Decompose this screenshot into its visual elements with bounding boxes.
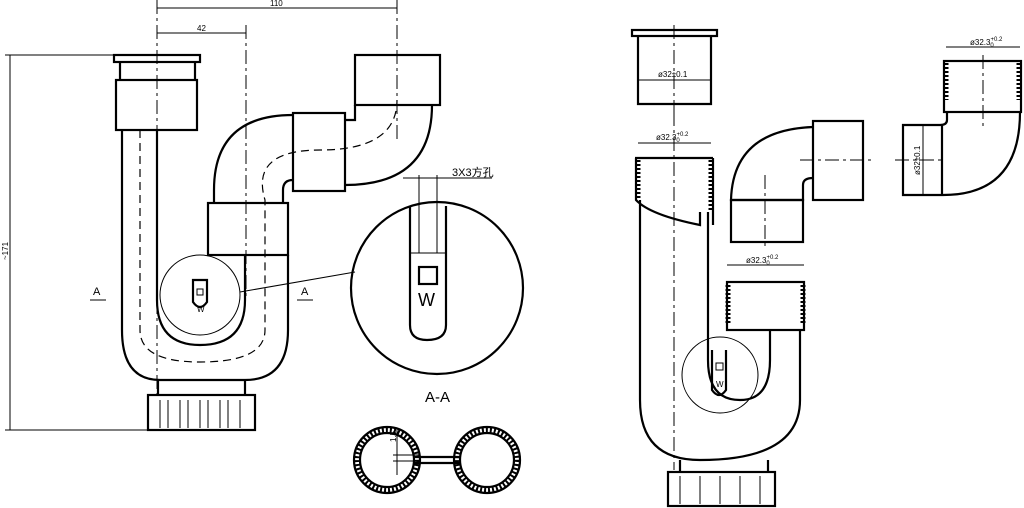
- detail-leader: [239, 271, 356, 293]
- vent-slot: [191, 278, 209, 309]
- section-title: A-A: [425, 389, 450, 406]
- top-tube: [118, 62, 197, 80]
- section-circle-left: [352, 425, 422, 495]
- upper-bend: [212, 113, 294, 203]
- elbow-bend: [729, 125, 814, 202]
- right-bottom-nut: [666, 470, 777, 508]
- hole-note: 3X3方孔: [452, 165, 494, 179]
- detail-slot: [408, 206, 448, 342]
- nut-ribs: [159, 400, 241, 428]
- centerlines: [156, 0, 398, 400]
- vent-hole: [196, 288, 204, 296]
- bottom-neck: [156, 380, 247, 395]
- vent-detail-view: W 3X3方孔: [349, 165, 525, 376]
- wall-thickness-label: 1.5: [389, 430, 398, 442]
- socket-thread: [635, 160, 714, 210]
- width-dimensions: [157, 7, 397, 34]
- section-circle-right: [452, 425, 522, 495]
- dim-offset: 42: [197, 24, 206, 33]
- detail-callout-circle: [159, 254, 241, 336]
- hole-dimension-lines: [403, 175, 492, 254]
- wall-dimension: [393, 430, 420, 475]
- section-web: [414, 455, 460, 465]
- elbow-spigot: [729, 198, 805, 244]
- right-vent-slot: [710, 350, 728, 397]
- s-trap-assembly-view: W 110 42 ~171 A A: [1, 0, 442, 432]
- upper-elbow: [344, 104, 434, 187]
- trap-inner: [706, 212, 772, 402]
- section-a-a-view: A-A 1.5: [352, 389, 522, 495]
- right-vent-label: W: [716, 380, 724, 389]
- section-mark-right: A: [301, 286, 309, 298]
- vent-label: W: [197, 305, 205, 314]
- elbow-spigot-diameter: ø32±0.1: [913, 145, 922, 175]
- detail-vent-label: W: [418, 290, 435, 310]
- middle-nut: [206, 201, 290, 257]
- detail-hole: [417, 265, 439, 286]
- upper-nut: [291, 111, 347, 193]
- cap-diameter: ø32±0.1: [658, 70, 688, 79]
- flow-path-dashed: [139, 99, 398, 363]
- trap-u-inner: [155, 130, 247, 347]
- dim-overall-width: 110: [270, 0, 283, 8]
- section-mark-left: A: [93, 286, 101, 298]
- height-dimension: [5, 54, 148, 431]
- bottom-nut: [146, 393, 257, 432]
- trap-socket: [725, 280, 806, 332]
- trap-outer: [634, 158, 802, 462]
- dim-height: ~171: [1, 241, 10, 260]
